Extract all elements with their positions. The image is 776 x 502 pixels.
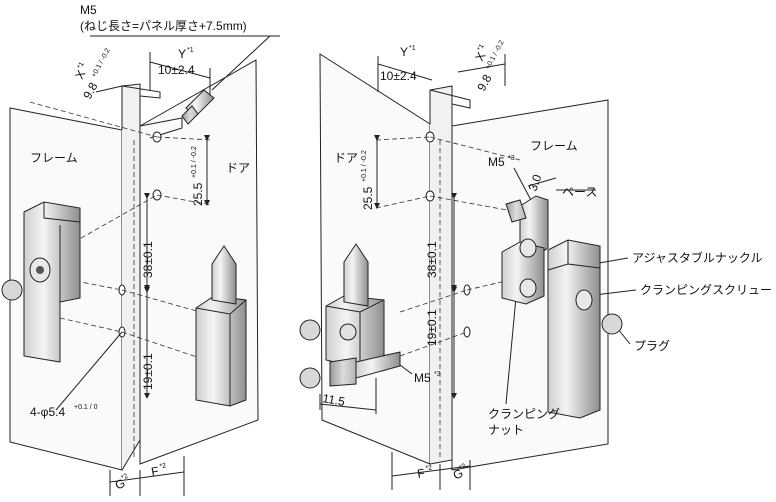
- right-m5-bottom: M5: [414, 371, 431, 385]
- left-screw-spec-note: (ねじ長さ=パネル厚さ+7.5mm): [80, 19, 247, 33]
- left-dim-f-sup: *2: [159, 462, 167, 470]
- right-clamp-nut-label-2: ナット: [488, 423, 524, 437]
- left-dim-25-5: 25.5: [191, 182, 205, 206]
- right-dim-19: 19±0.1: [425, 309, 439, 346]
- right-dim-f-sup: *2: [425, 464, 433, 472]
- right-dimension-lines: [319, 54, 637, 490]
- left-door-label: ドア: [226, 161, 250, 175]
- right-dim-3-0: 3.0: [526, 172, 545, 193]
- right-clamp-screw-label: クランピングスクリュー: [640, 283, 772, 297]
- right-m5-bottom-sup: *3: [434, 371, 441, 378]
- right-pin-block: [299, 243, 401, 389]
- right-assembly: ドア フレーム Y *1 10±2.4 X *1 9.8 +0.1 / -0.2…: [299, 39, 772, 490]
- left-screw-spec-title: M5: [80, 3, 97, 17]
- right-dim-25-5: 25.5: [361, 186, 375, 210]
- left-dim-19: 19±0.1: [141, 353, 155, 390]
- right-dim-x-val: 9.8: [474, 72, 494, 94]
- right-plug-label: プラグ: [634, 339, 670, 353]
- right-m5-top: M5: [488, 155, 505, 169]
- left-dim-10: 10±2.4: [158, 63, 195, 77]
- right-door-label: ドア: [334, 151, 358, 165]
- right-dim-10: 10±2.4: [380, 69, 417, 83]
- left-hole-tol: +0.1 / 0: [74, 404, 98, 411]
- left-dim-x-tol: +0.1 / -0.2: [91, 47, 112, 78]
- right-holes: [425, 131, 471, 338]
- left-dim-38: 38±0.1: [141, 241, 155, 278]
- left-hole-spec: 4-φ5.4: [30, 405, 65, 419]
- right-base-and-nut: [501, 195, 549, 305]
- right-dim-f: F: [416, 466, 426, 481]
- right-dim-y-sup: *1: [409, 45, 416, 52]
- right-dim-x-sup: *1: [477, 43, 486, 52]
- right-m5-top-sup: *3: [508, 155, 515, 162]
- left-frame-label: フレーム: [30, 151, 78, 165]
- left-door-panel: [139, 59, 259, 465]
- left-dimension-lines: [55, 35, 280, 496]
- left-frame-flange: [121, 83, 141, 471]
- right-clamp-nut-label-1: クランピング: [488, 407, 560, 421]
- right-knuckle-label: アジャスタブルナックル: [632, 250, 763, 265]
- right-frame-label: フレーム: [530, 139, 578, 153]
- left-pin: [195, 245, 247, 407]
- left-assembly: M5 (ねじ長さ=パネル厚さ+7.5mm) フレーム ドア Y *1 10±2.…: [1, 3, 280, 496]
- left-dim-y-sup: *1: [187, 47, 194, 54]
- right-dim-y: Y: [400, 45, 408, 59]
- right-flange: [429, 85, 453, 465]
- right-base-label: ベース: [562, 185, 597, 199]
- left-dim-x-sup: *1: [77, 61, 86, 70]
- right-dim-25-5-tol: +0.1 / -0.2: [361, 150, 368, 182]
- left-dim-x-val: 9.8: [80, 80, 100, 102]
- left-knuckle: [1, 201, 81, 363]
- left-dim-f: F: [150, 464, 160, 479]
- left-dim-g-sup: *2: [120, 473, 129, 482]
- left-dim-25-5-tol: +0.1 / -0.2: [191, 146, 198, 178]
- left-top-screw: [181, 89, 215, 125]
- right-dim-g-sup: *2: [458, 463, 467, 472]
- right-dim-11-5: 11.5: [321, 391, 346, 409]
- right-adjustable-knuckle: [547, 239, 623, 419]
- left-dim-y: Y: [178, 47, 186, 61]
- right-dim-38: 38±0.1: [425, 241, 439, 278]
